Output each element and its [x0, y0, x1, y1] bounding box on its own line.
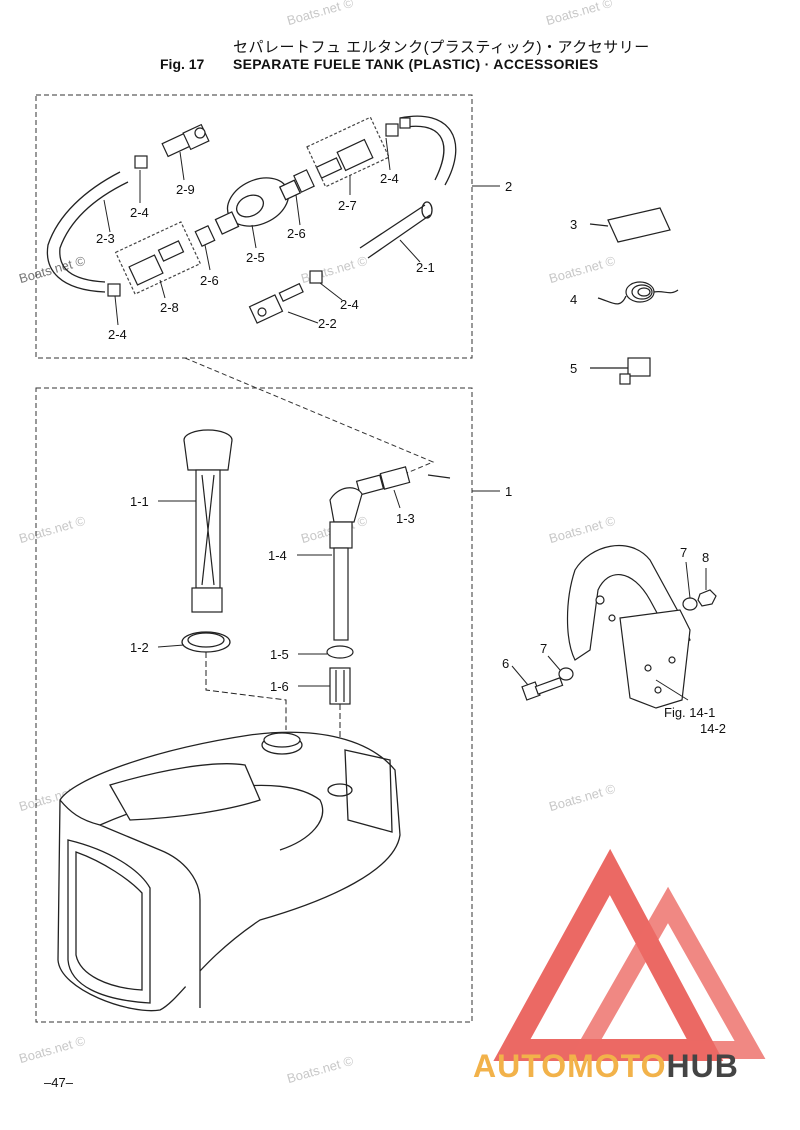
oring-1-2: [181, 631, 231, 653]
part-3-pad: [589, 207, 671, 243]
figure-number: Fig. 17: [160, 56, 205, 72]
label-1-3: 1-3: [396, 511, 415, 526]
label-1-1: 1-1: [130, 494, 149, 509]
connector-2-2: [248, 282, 304, 324]
connector-line: [184, 357, 435, 479]
fuel-gauge-1-1: [183, 429, 233, 613]
label-fig-14-1: Fig. 14-1: [664, 705, 715, 720]
label-4: 4: [570, 292, 577, 307]
oring-1-5: [326, 645, 354, 659]
label-14-2: 14-2: [700, 721, 726, 736]
leader-lines: [103, 137, 500, 326]
hose-assembly-box: [35, 94, 473, 359]
page-number: –47–: [44, 1075, 73, 1090]
brand-part-1: AUTOMOTO: [473, 1048, 667, 1084]
label-2-6: 2-6: [200, 273, 219, 288]
fuel-tank-body: [57, 731, 401, 1012]
label-1-6: 1-6: [270, 679, 289, 694]
label-2-5: 2-5: [246, 250, 265, 265]
tank-assembly-box: [35, 387, 473, 1023]
title-english: SEPARATE FUELE TANK (PLASTIC) · ACCESSOR…: [233, 56, 599, 72]
fitting-2-7: [293, 116, 390, 193]
label-2-4: 2-4: [380, 171, 399, 186]
connector-2-9: [161, 123, 210, 158]
callout-labels: 2 2-4 2-9 2-3 2-4 2-7 2-6 2-5 2-1 2-6 2-…: [96, 171, 726, 736]
label-5: 5: [570, 361, 577, 376]
label-2-8: 2-8: [160, 300, 179, 315]
pipe-1-4: [329, 521, 353, 641]
label-2-4: 2-4: [340, 297, 359, 312]
part-5-filter: [590, 357, 651, 385]
brand-part-2: HUB: [666, 1048, 739, 1084]
label-2-4: 2-4: [108, 327, 127, 342]
label-3: 3: [570, 217, 577, 232]
label-1-5: 1-5: [270, 647, 289, 662]
label-2-2: 2-2: [318, 316, 337, 331]
hose-2-3: [46, 171, 129, 293]
label-1-2: 1-2: [130, 640, 149, 655]
part-4-spring: [597, 281, 679, 305]
hose-2-1: [359, 115, 457, 259]
fitting-2-8: [114, 221, 216, 295]
bulb-2-5: [214, 177, 302, 235]
filter-1-6: [329, 667, 351, 705]
bolt-6: [521, 677, 564, 701]
label-7: 7: [540, 641, 547, 656]
brand-wordmark: AUTOMOTOHUB: [473, 1048, 739, 1085]
leader-lines-tank: [157, 489, 500, 687]
label-2: 2: [505, 179, 512, 194]
label-7: 7: [680, 545, 687, 560]
label-2-1: 2-1: [416, 260, 435, 275]
elbow-1-3: [329, 466, 451, 523]
bracket-fig-14: [566, 545, 691, 709]
nut-8: [697, 589, 717, 607]
title-japanese: セパレートフュ エルタンク(プラスティック)・アクセサリー: [233, 39, 650, 56]
label-1: 1: [505, 484, 512, 499]
washer-7: [558, 597, 698, 681]
label-2-3: 2-3: [96, 231, 115, 246]
label-1-4: 1-4: [268, 548, 287, 563]
clamps-2-4: [107, 117, 411, 297]
assembly-lines: [205, 652, 341, 790]
label-2-4: 2-4: [130, 205, 149, 220]
label-2-7: 2-7: [338, 198, 357, 213]
label-6: 6: [502, 656, 509, 671]
label-2-6: 2-6: [287, 226, 306, 241]
leader-lines-bracket: [511, 561, 707, 701]
label-8: 8: [702, 550, 709, 565]
brand-logo-icon: [493, 848, 766, 1061]
label-2-9: 2-9: [176, 182, 195, 197]
